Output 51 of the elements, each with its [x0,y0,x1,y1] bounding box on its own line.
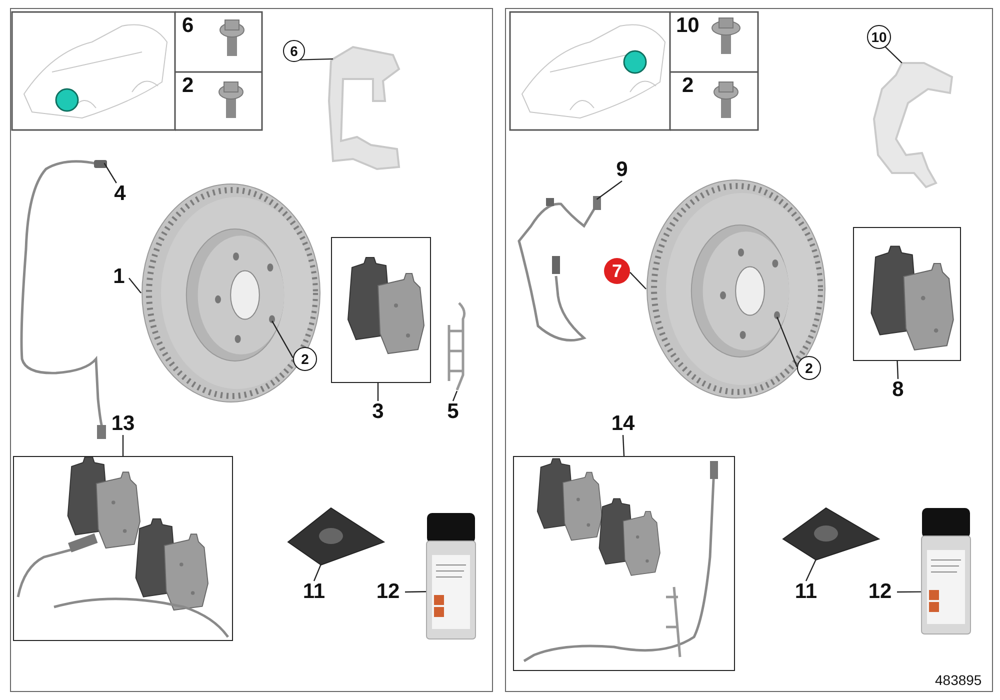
diagram-number: 483895 [935,672,982,688]
callout-number: 11 [791,581,821,603]
leader-line [452,390,458,402]
callout-number: 14 [606,413,640,435]
callout-number: 6 [283,40,305,62]
callout-number: 2 [293,347,317,371]
leader-line [104,162,117,184]
brake-disc-drawing [646,179,826,399]
leader-line [377,383,379,401]
leader-line [897,591,921,593]
callout-number: 3 [369,401,387,423]
brake-kit-frame [513,456,735,671]
leader-line [313,564,322,582]
callout-number: 5 [444,401,462,423]
leader-line [596,180,622,200]
brake-pad-set-frame [853,227,961,361]
leader-line [896,360,899,380]
brake-disc-drawing [141,183,321,403]
callout-number: 1 [109,266,129,288]
leader-line [884,46,902,64]
part-number: 10 [676,14,700,38]
leader-line [122,435,124,456]
spray-can-drawing [426,511,476,641]
leader-line [128,278,142,294]
brake-pad-set-frame [331,237,431,383]
leader-line [805,559,817,582]
leader-line [299,58,333,60]
rubber-sheet-drawing [286,506,386,566]
callout-number: 8 [888,379,908,401]
callout-number: 2 [797,356,821,380]
leader-line [776,316,798,368]
brake-kit-frame [13,456,233,641]
leader-line [404,591,426,593]
leader-line [272,320,294,358]
spray-can-drawing [921,506,971,636]
part-number: 2 [182,74,194,98]
part-number: 2 [682,74,694,98]
callout-number: 10 [867,25,891,49]
callout-number: 7 [604,258,630,284]
callout-number: 11 [299,581,329,603]
callout-number: 13 [106,413,140,435]
callout-number: 4 [111,183,129,205]
callout-number: 9 [613,159,631,181]
callout-number: 12 [371,581,405,603]
diagram-panel [10,8,493,692]
part-number: 6 [182,14,194,38]
rubber-sheet-drawing [781,506,881,561]
diagram-panel [505,8,993,692]
callout-number: 12 [863,581,897,603]
leader-line [622,434,625,456]
leader-line [630,272,646,290]
